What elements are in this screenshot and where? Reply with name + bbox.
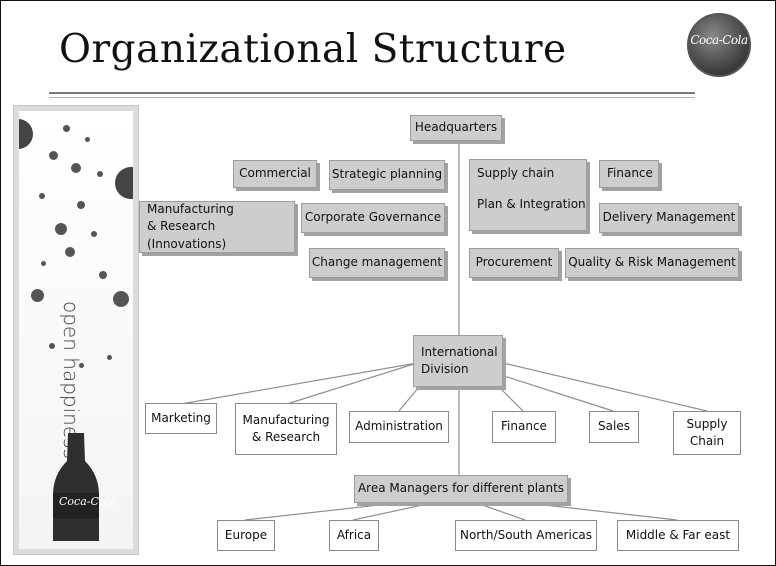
logo-text: Coca-Cola — [690, 33, 748, 47]
europe-box: Europe — [217, 520, 275, 551]
coca-cola-logo: Coca-Cola — [687, 13, 751, 77]
africa-box: Africa — [329, 520, 379, 551]
delivery-management-box: Delivery Management — [599, 203, 739, 233]
connector-line — [502, 362, 708, 412]
bubble-decoration — [65, 247, 75, 257]
change-management-box: Change management — [309, 248, 445, 278]
plan-integration-label: Plan & Integration — [477, 197, 586, 212]
bubble-decoration — [49, 151, 58, 160]
bubble-decoration — [77, 201, 85, 209]
marketing-box: Marketing — [145, 403, 217, 434]
slide-title: Organizational Structure — [59, 27, 567, 72]
bubble-decoration — [55, 223, 67, 235]
corporate-governance-box: Corporate Governance — [301, 203, 445, 233]
bottle-label: Coca-Cola — [59, 495, 116, 508]
bottle-cap-decoration — [115, 167, 133, 199]
connector-line — [398, 386, 420, 412]
connector-line — [286, 362, 418, 405]
bottle-icon — [53, 433, 99, 541]
bubble-decoration — [79, 363, 84, 368]
connector-line — [180, 362, 418, 405]
bubble-decoration — [41, 261, 46, 266]
connector-line — [470, 500, 526, 521]
headquarters-box: Headquarters — [410, 115, 502, 141]
manufacturing-research-innovations-box: Manufacturing & Research (Innovations) — [139, 201, 295, 253]
connector-line — [508, 500, 678, 521]
bubble-decoration — [85, 137, 90, 142]
supply-chain-label: Supply chain — [477, 166, 555, 180]
bottle-cap-decoration — [19, 119, 33, 149]
procurement-box: Procurement — [469, 248, 559, 278]
bubble-decoration — [91, 231, 97, 237]
open-happiness-banner: open happiness Coca-Cola — [19, 111, 133, 549]
bubble-decoration — [49, 343, 55, 349]
international-division-box: International Division — [413, 335, 503, 387]
sales-box: Sales — [589, 411, 639, 443]
connector-line — [498, 386, 524, 412]
bubble-decoration — [31, 289, 44, 302]
bubble-decoration — [113, 291, 129, 307]
title-divider — [49, 92, 695, 94]
bubble-decoration — [97, 171, 103, 177]
bubble-decoration — [63, 125, 70, 132]
area-managers-box: Area Managers for different plants — [354, 475, 568, 503]
connector-line — [244, 500, 416, 521]
manufacturing-research-box: Manufacturing & Research — [235, 403, 337, 455]
finance-division-box: Finance — [492, 411, 556, 443]
administration-box: Administration — [349, 411, 449, 443]
title-divider-thin — [49, 97, 695, 98]
strategic-planning-box: Strategic planning — [329, 160, 445, 190]
quality-risk-management-box: Quality & Risk Management — [565, 248, 739, 278]
connector-line — [500, 374, 614, 412]
middle-far-east-box: Middle & Far east — [617, 520, 739, 551]
bubble-decoration — [39, 193, 45, 199]
supply-chain-group-box: Supply chain Plan & Integration — [469, 159, 587, 231]
north-south-americas-box: North/South Americas — [455, 520, 597, 551]
supply-chain-division-box: Supply Chain — [673, 411, 741, 455]
connector-line — [352, 500, 442, 521]
bubble-decoration — [99, 271, 107, 279]
commercial-box: Commercial — [233, 160, 317, 188]
bubble-decoration — [71, 163, 81, 173]
bubble-decoration — [107, 355, 112, 360]
finance-hq-box: Finance — [599, 160, 659, 188]
